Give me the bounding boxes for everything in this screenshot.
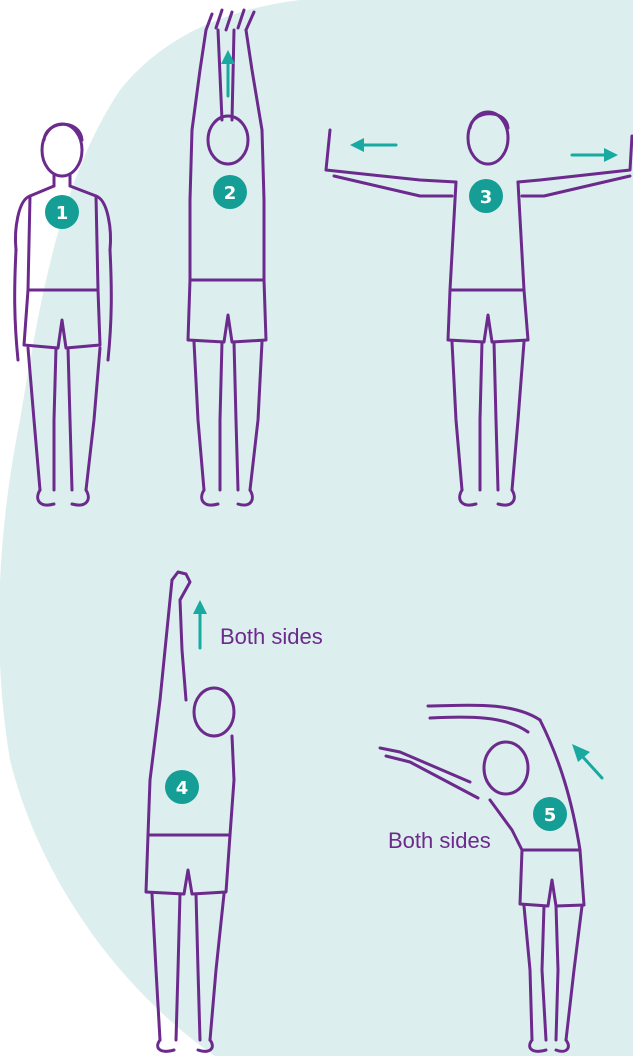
step-badge-4: 4 [165,770,199,804]
step-number-1: 1 [56,203,69,224]
step-badge-5: 5 [533,797,567,831]
step-number-3: 3 [480,187,493,208]
step-number-4: 4 [176,778,189,799]
caption-step-4: Both sides [220,624,323,650]
step-badge-1: 1 [45,195,79,229]
caption-step-5: Both sides [388,828,491,854]
step-number-5: 5 [544,805,557,826]
step-badge-2: 2 [213,175,247,209]
step-badge-3: 3 [469,179,503,213]
step-number-2: 2 [224,183,237,204]
